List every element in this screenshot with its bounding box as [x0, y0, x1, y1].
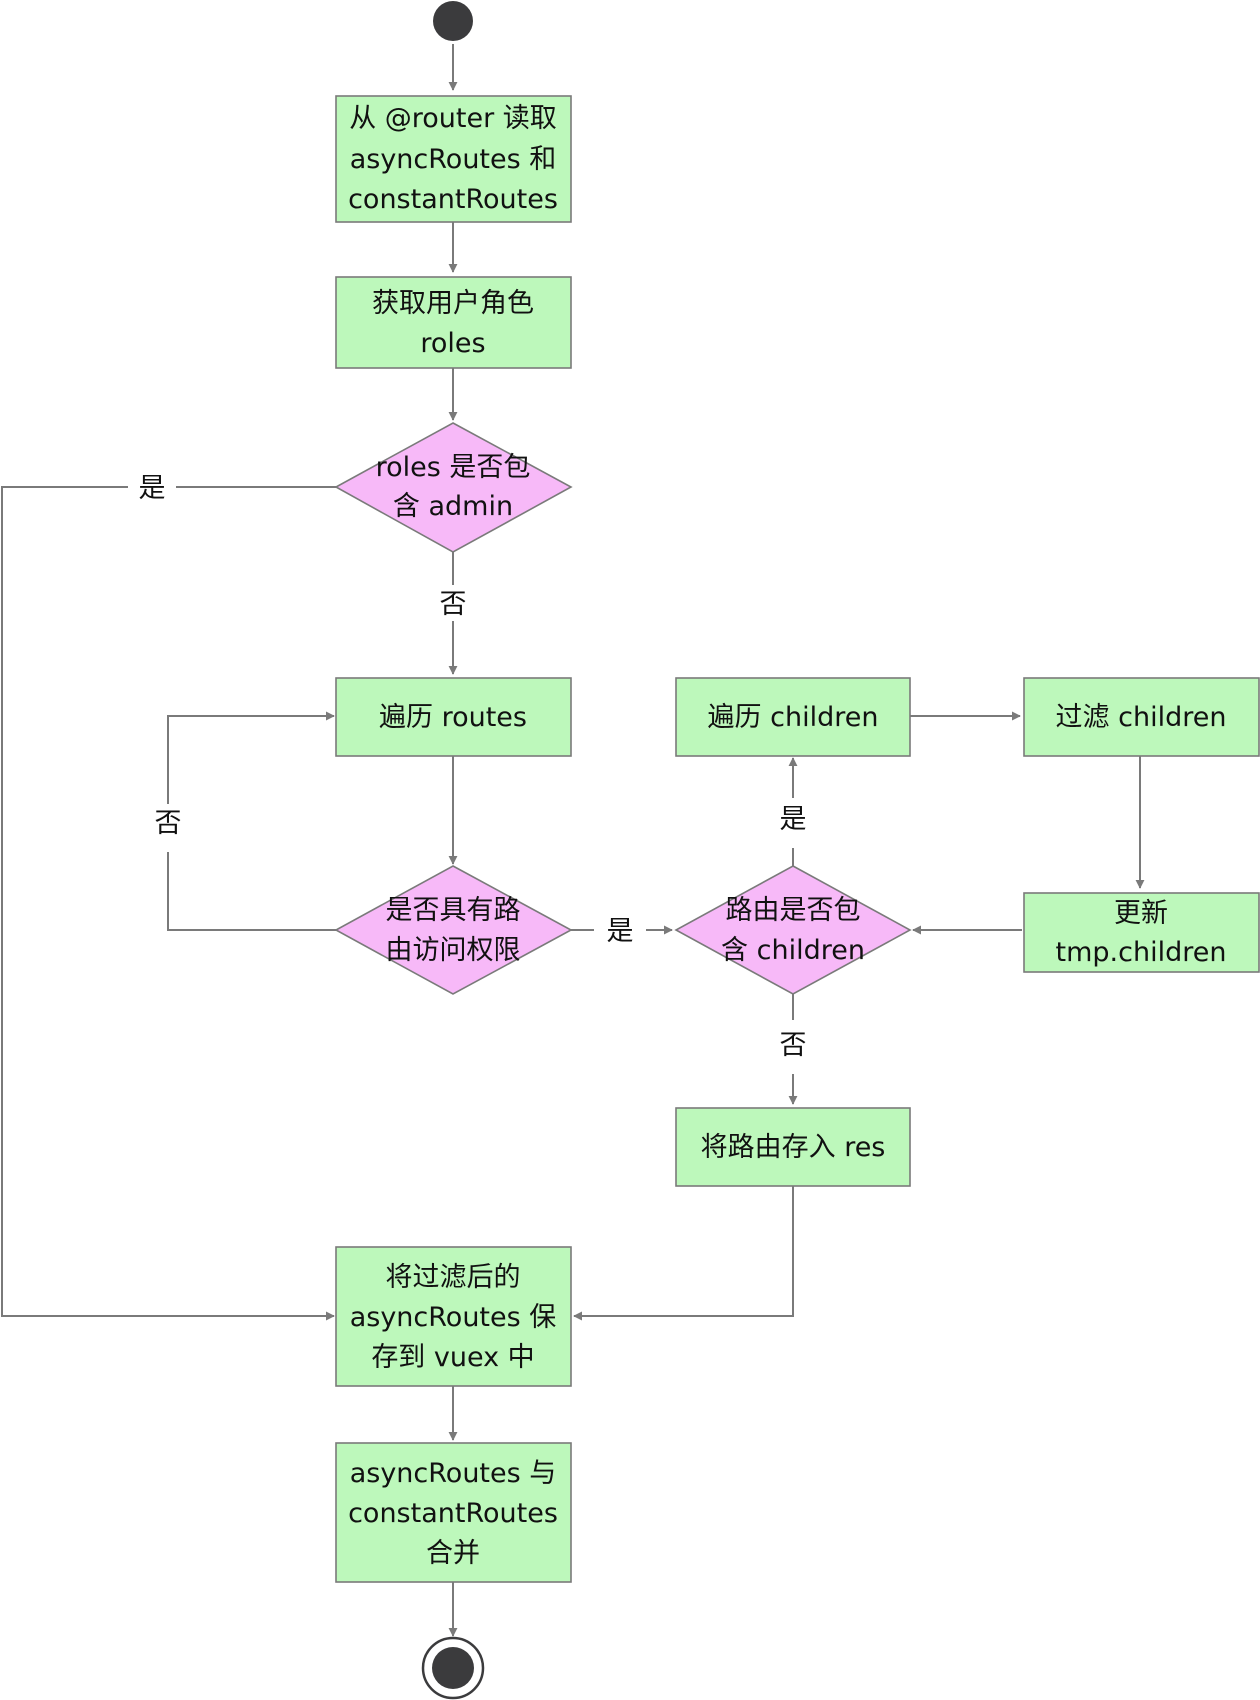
node-merge-routes-line-1: asyncRoutes 与	[350, 1458, 557, 1489]
decision-check-permission-line-1: 是否具有路	[386, 895, 521, 926]
node-save-vuex: 将过滤后的 asyncRoutes 保 存到 vuex 中	[335, 1246, 572, 1387]
label-permission-no: 否	[155, 808, 182, 839]
decision-check-children-line-2: 含 children	[721, 935, 865, 966]
node-update-children-line-2: tmp.children	[1056, 937, 1227, 968]
node-read-routes-line-2: asyncRoutes 和	[350, 144, 557, 175]
node-merge-routes: asyncRoutes 与 constantRoutes 合并	[335, 1442, 572, 1583]
node-get-roles: 获取用户角色 roles	[335, 276, 572, 369]
node-iterate-routes-text: 遍历 routes	[379, 702, 527, 733]
node-filter-children-text: 过滤 children	[1056, 702, 1227, 733]
decision-check-admin: roles 是否包 含 admin	[334, 422, 573, 553]
node-iterate-routes: 遍历 routes	[335, 677, 572, 757]
label-children-yes: 是	[780, 804, 807, 835]
start-node	[433, 1, 473, 41]
node-save-vuex-line-2: asyncRoutes 保	[350, 1302, 557, 1333]
node-get-roles-line-1: 获取用户角色	[372, 288, 534, 319]
node-push-res: 将路由存入 res	[675, 1107, 911, 1187]
node-update-children-line-1: 更新	[1114, 898, 1168, 929]
decision-check-permission: 是否具有路 由访问权限	[334, 865, 573, 995]
decision-check-permission-line-2: 由访问权限	[386, 935, 521, 966]
edge-res-to-save	[573, 1186, 794, 1321]
end-node	[421, 1636, 485, 1700]
decision-check-children-line-1: 路由是否包	[726, 895, 861, 926]
label-admin-no: 否	[440, 589, 467, 620]
node-read-routes-line-1: 从 @router 读取	[349, 103, 557, 134]
node-save-vuex-line-1: 将过滤后的	[386, 1262, 521, 1293]
label-admin-yes: 是	[139, 473, 166, 504]
node-iterate-children-text: 遍历 children	[708, 702, 879, 733]
node-read-routes-line-3: constantRoutes	[348, 184, 558, 215]
node-update-children: 更新 tmp.children	[1023, 892, 1260, 973]
node-push-res-text: 将路由存入 res	[701, 1132, 886, 1163]
node-filter-children: 过滤 children	[1023, 677, 1260, 757]
decision-check-admin-line-2: 含 admin	[393, 491, 513, 522]
node-read-routes: 从 @router 读取 asyncRoutes 和 constantRoute…	[335, 95, 572, 223]
edge-permission-no	[167, 711, 336, 931]
decision-check-children: 路由是否包 含 children	[674, 865, 912, 995]
node-get-roles-line-2: roles	[420, 328, 485, 359]
node-merge-routes-line-3: 合并	[426, 1538, 480, 1569]
label-children-no: 否	[780, 1030, 807, 1061]
label-permission-yes: 是	[607, 916, 634, 947]
node-save-vuex-line-3: 存到 vuex 中	[371, 1342, 534, 1373]
node-iterate-children: 遍历 children	[675, 677, 911, 757]
decision-check-admin-line-1: roles 是否包	[376, 452, 531, 483]
edge-labels: 是 否 否 是 是 否	[128, 470, 817, 1074]
node-merge-routes-line-2: constantRoutes	[348, 1498, 558, 1529]
